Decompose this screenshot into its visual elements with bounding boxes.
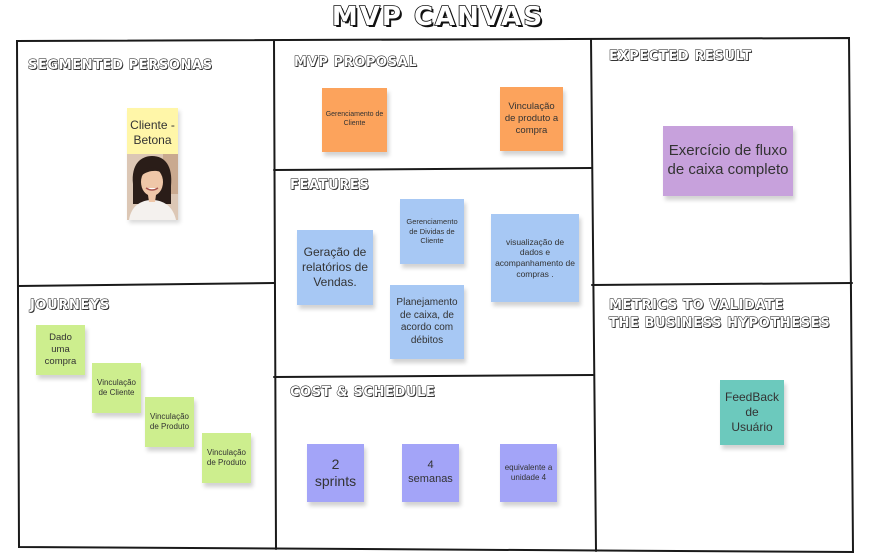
sticky-note-result[interactable]: Exercício de fluxo de caixa completo	[663, 126, 793, 196]
section-title-proposal: MVP PROPOSAL	[294, 55, 418, 71]
persona-card[interactable]: Cliente -Betona	[127, 108, 178, 220]
sticky-note-feature[interactable]: Geração de relatórios de Vendas.	[297, 230, 373, 305]
canvas-title: MVP CANVAS	[331, 1, 545, 33]
section-title-metrics-2: THE BUSINESS HYPOTHESES	[609, 316, 831, 332]
divider-left-h	[17, 282, 275, 287]
sticky-note-journey[interactable]: Dado uma compra	[36, 325, 85, 375]
sticky-note-proposal[interactable]: Gerenciamento de Cliente	[322, 88, 387, 152]
sticky-note-journey[interactable]: Vinculação de Cliente	[92, 363, 141, 413]
sticky-note-feature[interactable]: Planejamento de caixa, de acordo com déb…	[390, 285, 464, 359]
sticky-note-feature[interactable]: visualização de dados e acompanhamento d…	[491, 214, 579, 302]
sticky-note-metric[interactable]: FeedBack de Usuário	[720, 380, 784, 445]
sticky-note-journey[interactable]: Vinculação de Produto	[202, 433, 251, 483]
sticky-note-cost[interactable]: equivalente a unidade 4	[500, 444, 557, 502]
persona-photo-icon	[127, 154, 178, 220]
section-title-cost: COST & SCHEDULE	[290, 385, 436, 401]
divider-right	[590, 38, 597, 552]
section-title-features: FEATURES	[290, 178, 370, 194]
persona-label: Cliente -Betona	[130, 118, 175, 147]
sticky-note-cost[interactable]: 2 sprints	[307, 444, 364, 502]
outer-border	[15, 36, 855, 554]
divider-right-h	[591, 282, 853, 286]
sticky-note-feature[interactable]: Gerenciamento de Dividas de Cliente	[400, 199, 464, 264]
divider-mid-h2	[273, 374, 594, 378]
sticky-note-cost[interactable]: 4 semanas	[402, 444, 459, 502]
section-title-result: EXPECTED RESULT	[609, 49, 752, 65]
divider-left	[273, 40, 277, 550]
section-title-personas: SEGMENTED PERSONAS	[28, 58, 213, 74]
section-title-journeys: JOURNEYS	[30, 298, 110, 314]
section-title-metrics-1: METRICS TO VALIDATE	[609, 298, 784, 314]
divider-mid-h1	[273, 167, 592, 171]
sticky-note-proposal[interactable]: Vinculação de produto a compra	[500, 87, 563, 151]
sticky-note-journey[interactable]: Vinculação de Produto	[145, 397, 194, 447]
